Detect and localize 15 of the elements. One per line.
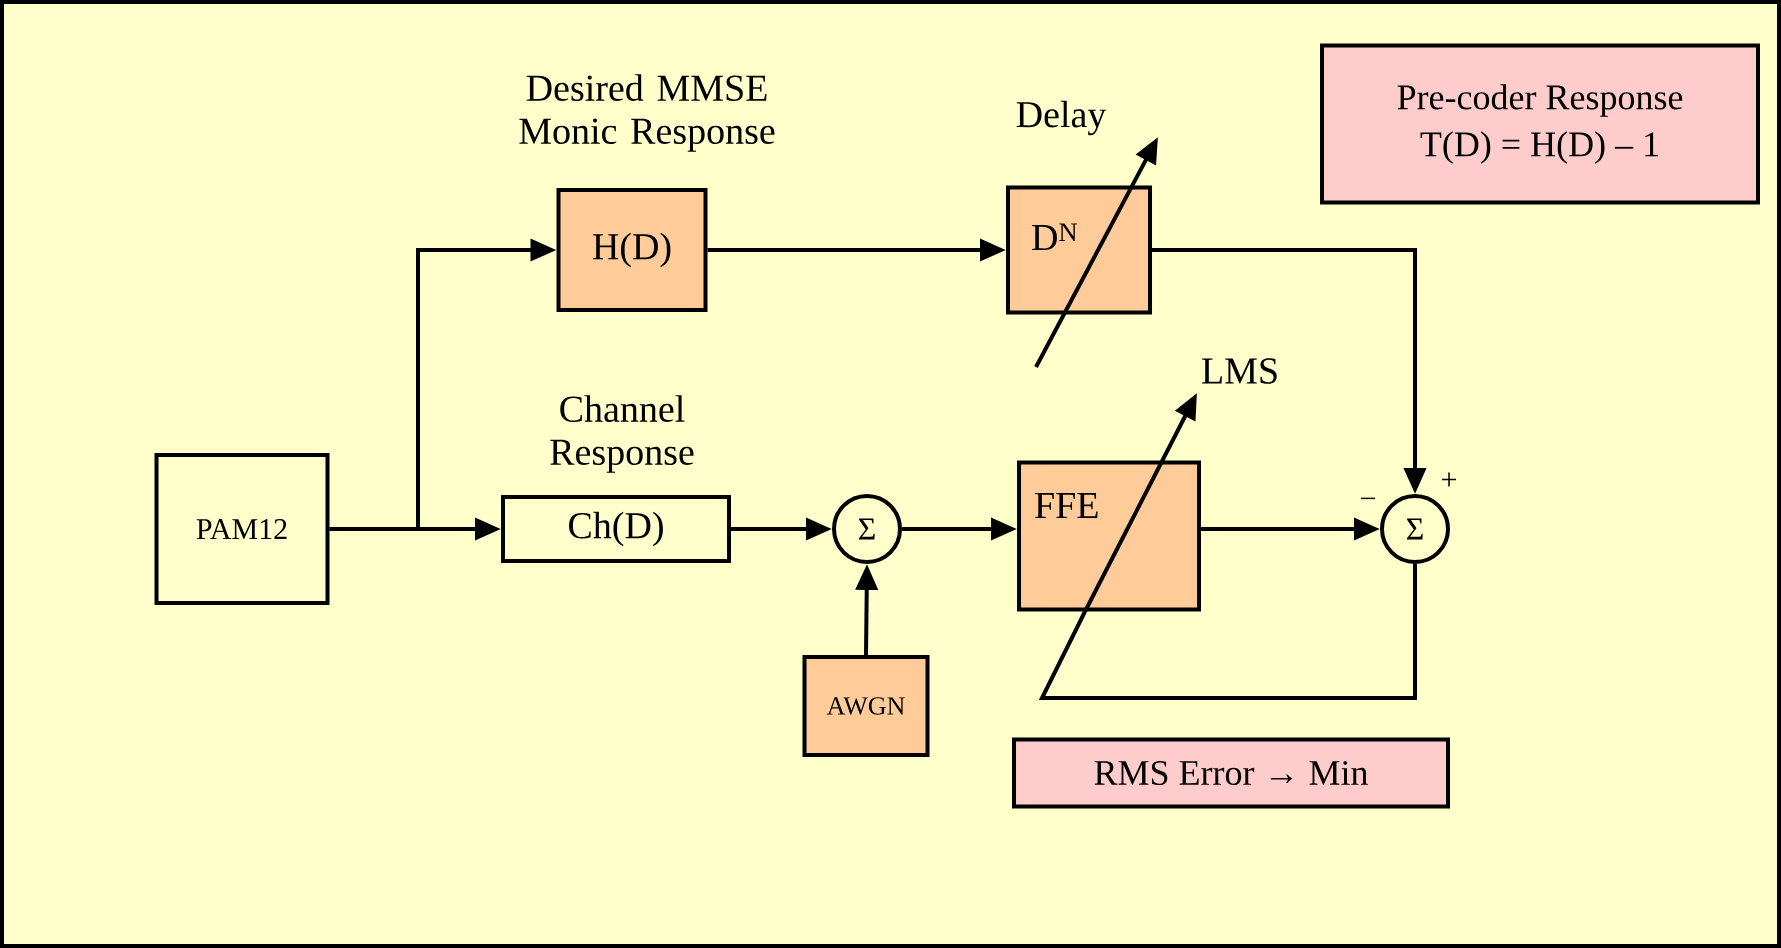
block-box: PAM12 — [154, 453, 330, 605]
summing-junction: Σ — [1380, 494, 1450, 564]
block-caption: LMS — [1202, 358, 1277, 384]
block-caption: Channel Response — [550, 395, 694, 473]
note-box: RMS Error → Min — [1012, 737, 1450, 809]
block-caption: Desired MMSE Monic Response — [519, 74, 775, 152]
block-caption: Delay — [1016, 100, 1107, 136]
filter-box: H(D) — [556, 188, 708, 312]
equalizer-box: FFE — [1017, 460, 1201, 612]
noise-box: AWGN — [802, 655, 930, 757]
channel-box: Ch(D) — [501, 495, 731, 563]
delay-box: D$^{N}$ — [1006, 185, 1152, 315]
summing-junction: Σ — [832, 494, 902, 564]
formula-box: Pre-coder Response T(D) = H(D) – 1 — [1320, 43, 1760, 205]
sign-label: + — [1442, 472, 1456, 487]
